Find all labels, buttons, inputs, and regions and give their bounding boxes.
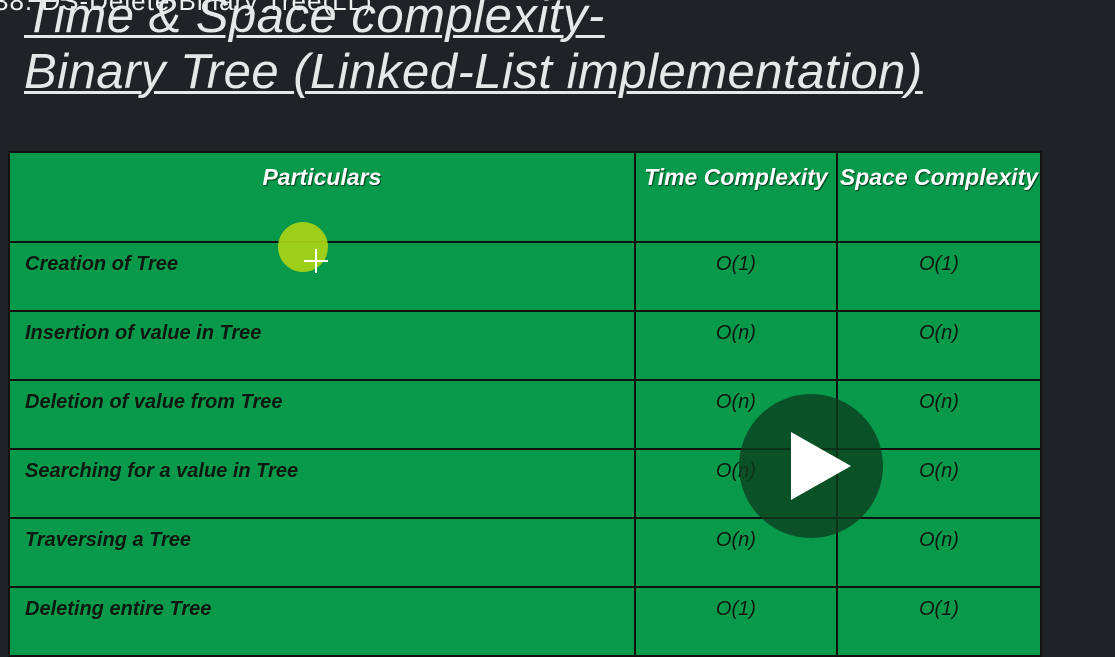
- slide-title-line-2: Binary Tree (Linked-List implementation): [24, 45, 923, 99]
- row-time: O(1): [633, 586, 838, 657]
- cursor-highlight: [278, 222, 328, 272]
- row-time: O(n): [633, 310, 838, 381]
- table-row: Traversing a Tree O(n) O(n): [8, 517, 1043, 588]
- row-particular: Searching for a value in Tree: [8, 448, 636, 519]
- play-button[interactable]: [739, 394, 883, 538]
- table-row: Deletion of value from Tree O(n) O(n): [8, 379, 1043, 450]
- row-particular: Traversing a Tree: [8, 517, 636, 588]
- table-row: Searching for a value in Tree O(n) O(n): [8, 448, 1043, 519]
- slide-title-line-1: Time & Space complexity-: [24, 0, 605, 43]
- play-icon: [791, 432, 851, 500]
- crosshair-cursor-icon: [304, 249, 328, 273]
- row-particular: Deleting entire Tree: [8, 586, 636, 657]
- table-row: Deleting entire Tree O(1) O(1): [8, 586, 1043, 657]
- row-particular: Insertion of value in Tree: [8, 310, 636, 381]
- table-row: Insertion of value in Tree O(n) O(n): [8, 310, 1043, 381]
- complexity-table: Particulars Time Complexity Space Comple…: [8, 151, 1043, 657]
- header-time-complexity: Time Complexity: [633, 151, 838, 243]
- table-header-row: Particulars Time Complexity Space Comple…: [8, 151, 1043, 243]
- video-title-overlay: 38. DS-Delete Binary Tree(LL): [0, 0, 373, 16]
- row-particular: Deletion of value from Tree: [8, 379, 636, 450]
- row-space: O(n): [835, 517, 1043, 588]
- row-space: O(1): [835, 586, 1043, 657]
- row-time: O(1): [633, 241, 838, 312]
- header-space-complexity: Space Complexity: [835, 151, 1043, 243]
- header-particulars: Particulars: [8, 151, 636, 243]
- row-space: O(1): [835, 241, 1043, 312]
- table-row: Creation of Tree O(1) O(1): [8, 241, 1043, 312]
- row-space: O(n): [835, 310, 1043, 381]
- row-time: O(n): [633, 517, 838, 588]
- slide-title: Time & Space complexity- Binary Tree (Li…: [24, 0, 923, 100]
